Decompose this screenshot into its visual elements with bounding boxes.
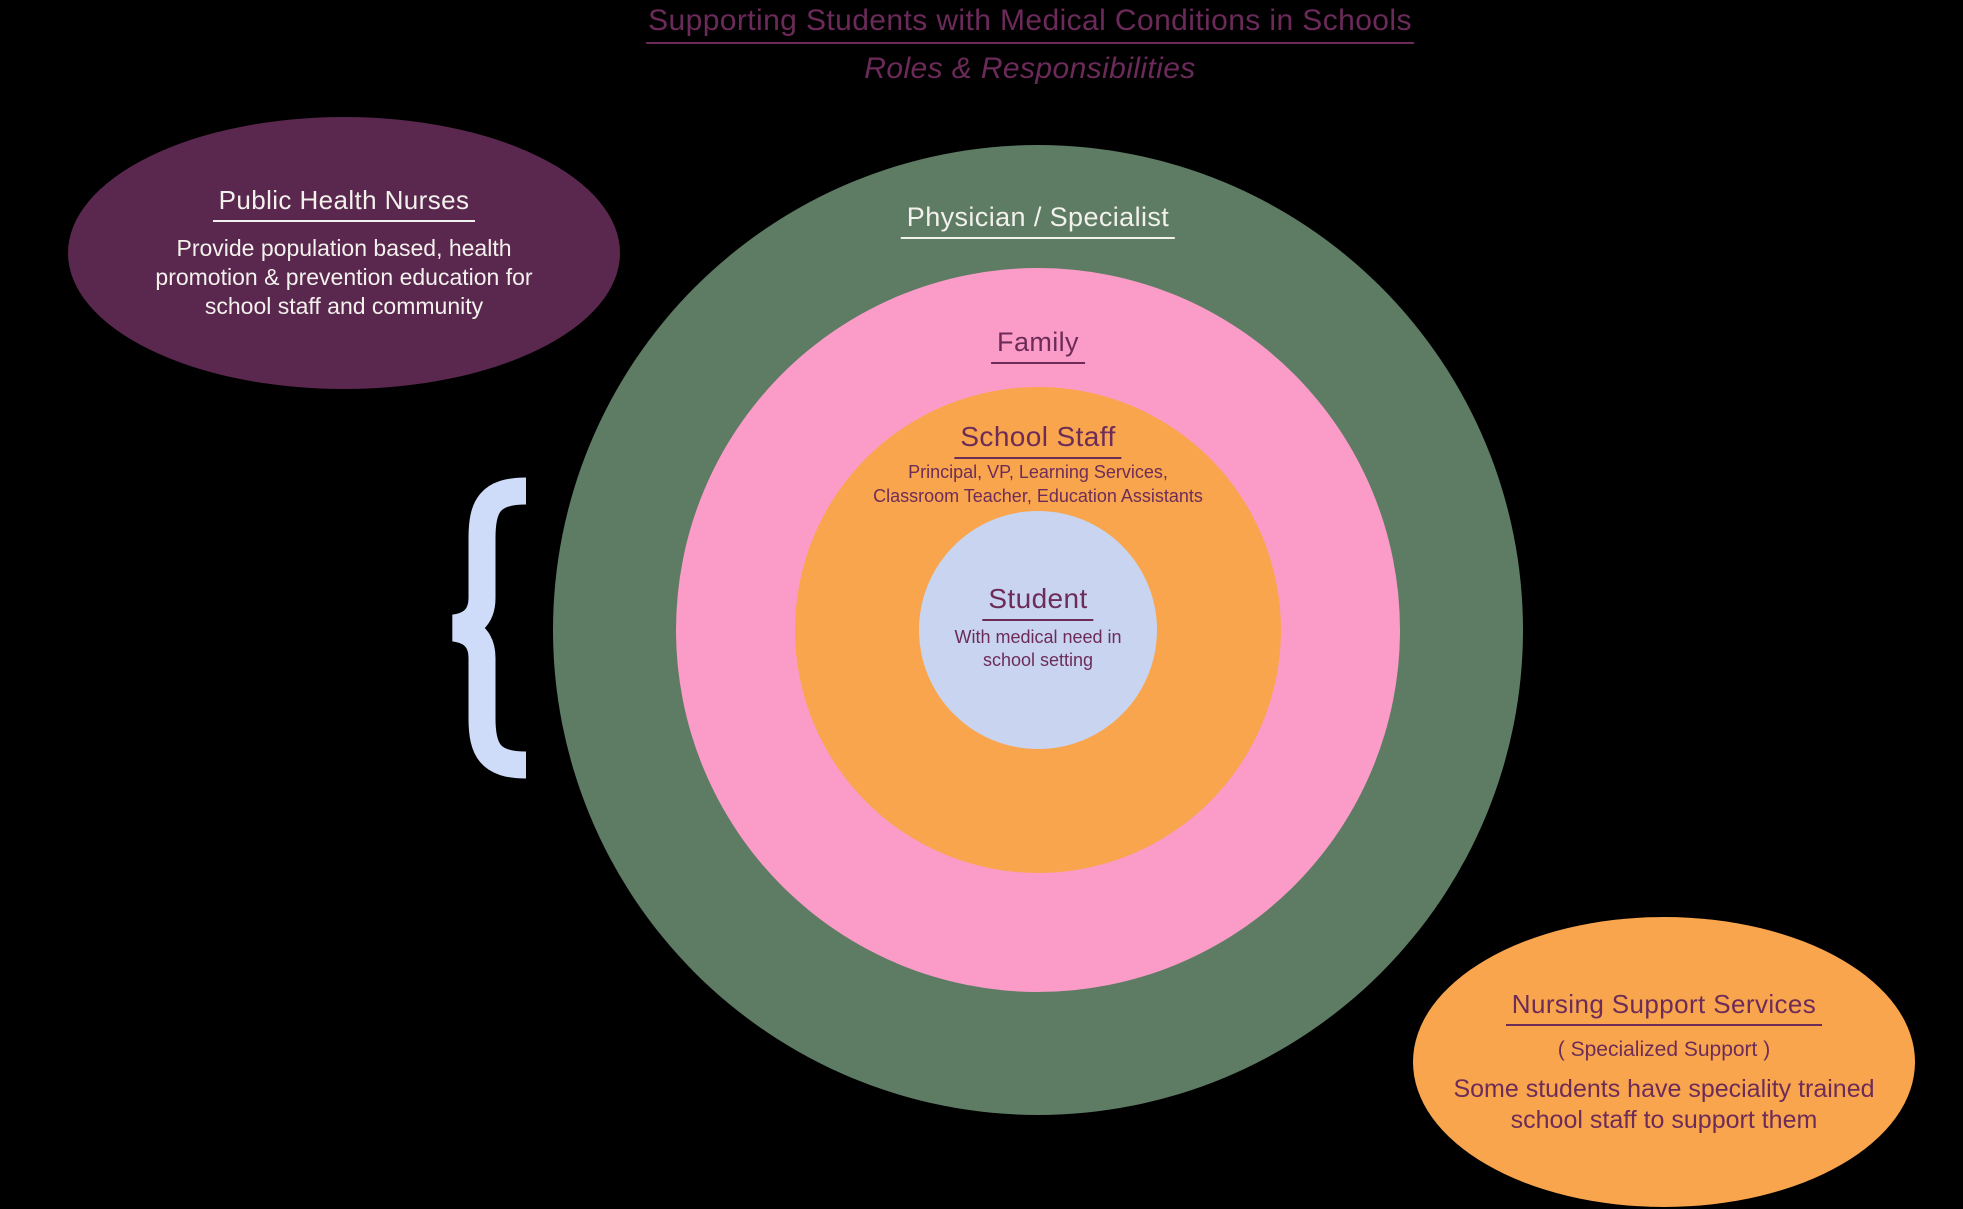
callout-nursing-support-services-title: Nursing Support Services	[1505, 989, 1823, 1026]
page-title: Supporting Students with Medical Conditi…	[646, 4, 1414, 44]
callout-nursing-support-services-body: Some students have speciality trained sc…	[1453, 1074, 1875, 1134]
callout-nursing-support-services: Nursing Support Services ( Specialized S…	[1413, 917, 1915, 1207]
callout-public-health-nurses-body: Provide population based, health promoti…	[155, 235, 533, 319]
ring-label-family: Family	[991, 327, 1085, 364]
ring-sublabel-school-staff: Principal, VP, Learning Services, Classr…	[873, 462, 1203, 506]
ring-student	[919, 511, 1157, 749]
ring-label-physician-specialist: Physician / Specialist	[900, 202, 1176, 239]
curly-brace-icon	[451, 477, 527, 779]
ring-sublabel-student: With medical need in school setting	[954, 627, 1122, 670]
page-subtitle: Roles & Responsibilities	[864, 52, 1196, 85]
callout-public-health-nurses: Public Health Nurses Provide population …	[68, 117, 620, 389]
ring-label-school-staff: School Staff	[954, 421, 1122, 459]
ring-label-student: Student	[982, 583, 1094, 621]
callout-public-health-nurses-title: Public Health Nurses	[212, 185, 476, 222]
callout-nursing-support-services-subtitle: ( Specialized Support )	[1557, 1037, 1771, 1061]
